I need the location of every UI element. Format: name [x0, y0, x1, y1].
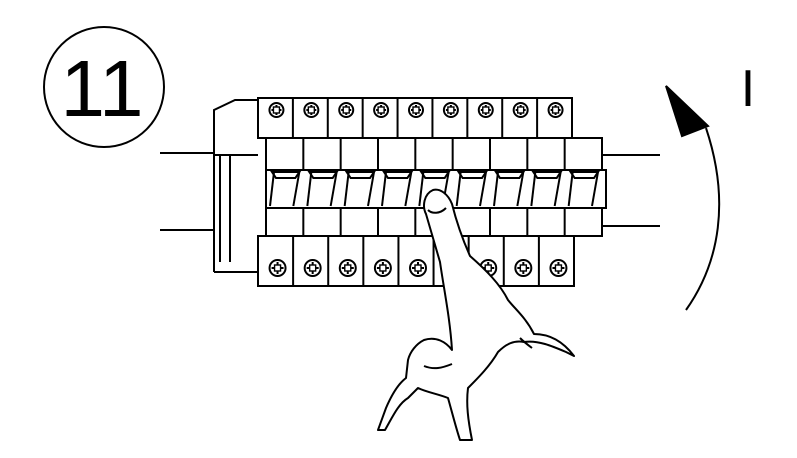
screw-center [308, 264, 317, 272]
screw-center [379, 264, 387, 272]
screw-center [272, 106, 281, 114]
toggle-lever-top [382, 171, 414, 179]
step-number-badge: 11 [43, 26, 165, 148]
screw-head-icon [549, 259, 568, 277]
toggle-edge [493, 171, 499, 207]
screw-center [344, 264, 352, 272]
curved-arrow-up-icon [665, 85, 721, 311]
screw-head-icon [409, 259, 427, 277]
screw-head-icon [338, 102, 355, 118]
toggle-lever-top [270, 171, 302, 179]
step-number: 11 [60, 44, 143, 133]
screw-head-icon [514, 259, 533, 277]
toggle-lever-top [344, 171, 376, 179]
circuit-breaker-block [213, 97, 607, 287]
toggle-edge [306, 171, 313, 207]
screw-center [551, 106, 560, 114]
screw-center [342, 106, 350, 114]
screw-head-icon [338, 259, 357, 277]
screw-center [273, 264, 282, 272]
screw-head-icon [373, 102, 390, 118]
screw-head-icon [268, 102, 285, 118]
screw-center [516, 106, 525, 114]
screw-head-icon [373, 259, 392, 277]
toggle-lever-top [456, 171, 488, 179]
toggle-edge [269, 171, 275, 207]
screw-center [307, 106, 316, 114]
screw-head-icon [268, 259, 287, 277]
din-rail [160, 152, 660, 231]
toggle-lever [404, 171, 413, 207]
screw-center [414, 264, 422, 272]
screw-head-icon [477, 102, 494, 118]
end-plate [213, 99, 258, 273]
screw-center [519, 264, 528, 272]
on-position-label: I [741, 60, 755, 118]
toggle-lever [591, 171, 599, 207]
screw-head-icon [512, 102, 529, 118]
toggle-lever-top [568, 171, 600, 179]
toggle-lever-top [531, 171, 563, 179]
toggle-lever [292, 171, 301, 207]
toggle-lever [367, 171, 375, 207]
toggle-lever-top [419, 171, 451, 179]
toggle-lever [329, 171, 338, 207]
screw-center [484, 264, 492, 272]
screw-center [554, 264, 563, 272]
toggle-lever-top [307, 171, 339, 179]
toggle-edge [530, 171, 537, 207]
toggle-lever [479, 171, 487, 207]
toggle-edge [343, 171, 350, 207]
screw-center [377, 106, 385, 114]
screw-center [482, 106, 490, 114]
screw-head-icon [303, 259, 322, 277]
screw-head-icon [303, 102, 320, 118]
screw-head-icon [408, 102, 424, 118]
toggle-edge [381, 171, 387, 207]
toggle-lever-top [494, 171, 526, 179]
hand-icon [377, 188, 575, 441]
screw-head-icon [442, 102, 459, 118]
screw-center [412, 106, 420, 114]
screw-center [447, 106, 455, 114]
toggle-lever [516, 171, 525, 207]
toggle-edge [418, 171, 425, 207]
toggle-edge [567, 171, 574, 207]
toggle-lever [553, 171, 562, 207]
screw-head-icon [547, 102, 564, 118]
toggle-edge [455, 171, 462, 207]
